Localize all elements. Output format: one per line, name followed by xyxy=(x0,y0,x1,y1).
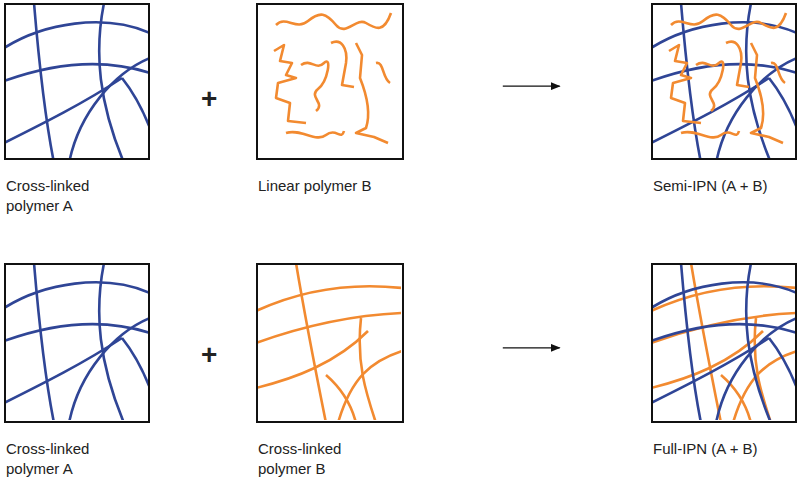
polymer-panel: Full-IPN (A + B) xyxy=(651,263,797,423)
panel-caption: Semi-IPN (A + B) xyxy=(653,176,799,196)
reaction-arrow xyxy=(503,347,560,348)
panel-caption: Cross-linked polymer B xyxy=(258,439,368,479)
polymer-panel: Cross-linked polymer A xyxy=(4,263,150,423)
plus-sign: + xyxy=(201,84,217,114)
reaction-arrow xyxy=(503,86,560,87)
panel-caption: Cross-linked polymer A xyxy=(6,176,116,216)
plus-sign: + xyxy=(201,340,217,370)
panel-caption: Linear polymer B xyxy=(258,176,428,196)
panel-caption: Full-IPN (A + B) xyxy=(653,439,799,459)
polymer-panel: Cross-linked polymer A xyxy=(4,3,150,160)
polymer-panel: Semi-IPN (A + B) xyxy=(651,3,797,160)
panel-caption: Cross-linked polymer A xyxy=(6,439,116,479)
polymer-panel: Cross-linked polymer B xyxy=(256,263,404,423)
polymer-panel: Linear polymer B xyxy=(256,3,404,160)
